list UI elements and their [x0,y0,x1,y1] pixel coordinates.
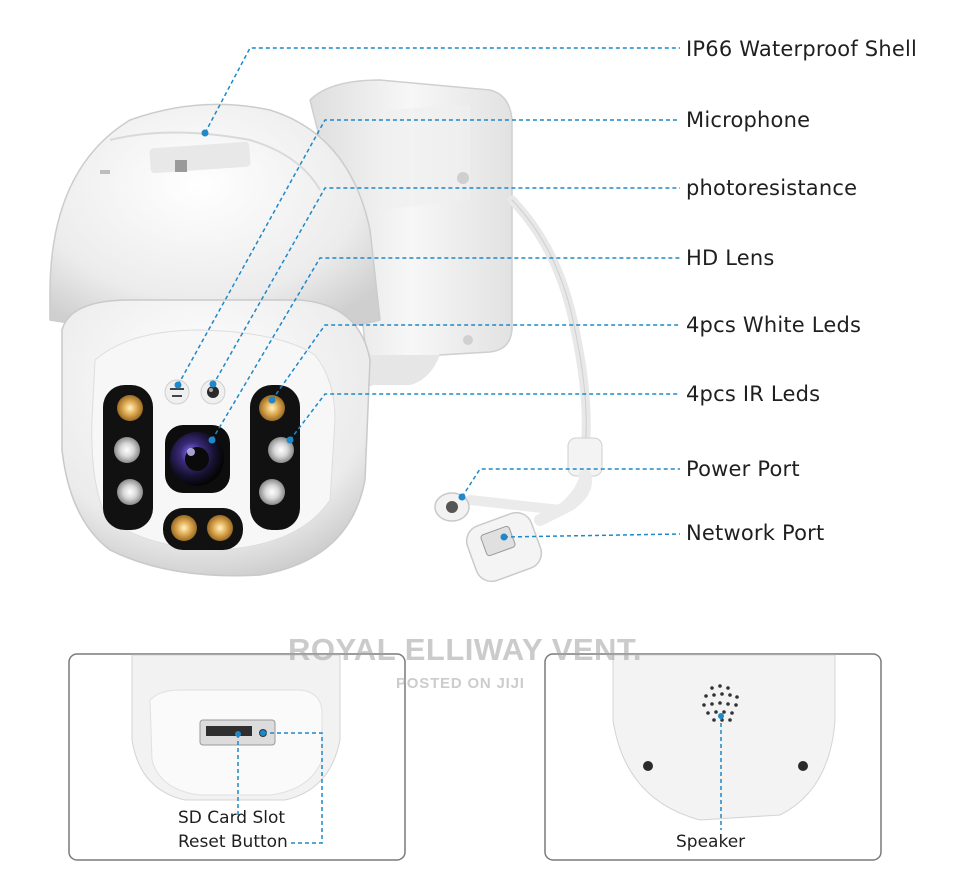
label-power-port: Power Port [686,457,800,481]
detail-callout-dots [235,713,724,737]
wall-mount [309,79,513,386]
network-port-connector [465,511,543,583]
watermark-title: ROYAL ELLIWAY VENT. [288,632,643,667]
label-sd-card-slot: SD Card Slot [178,808,286,828]
label-ir-leds: 4pcs IR Leds [686,382,821,406]
label-reset-button: Reset Button [178,832,288,852]
watermark-subtitle: POSTED ON JIJI [396,675,525,692]
photoresistor [200,379,226,405]
label-network-port: Network Port [686,521,825,545]
white-leds [117,395,285,541]
microphone [164,379,190,405]
callout-dots [174,129,508,541]
label-photoresistance: photoresistance [686,176,858,200]
hd-lens [165,425,230,493]
label-waterproof-shell: IP66 Waterproof Shell [686,37,918,61]
label-microphone: Microphone [686,108,811,132]
label-white-leds: 4pcs White Leds [686,313,862,337]
detail-box-sd-card [68,653,406,861]
camera-dome [49,103,381,337]
label-hd-lens: HD Lens [686,246,775,270]
detail-callout-lines [237,716,722,844]
cable [465,195,603,526]
label-speaker: Speaker [676,832,746,852]
callout-lines [177,47,681,538]
ir-leds [114,437,294,505]
detail-box-speaker [544,653,882,861]
